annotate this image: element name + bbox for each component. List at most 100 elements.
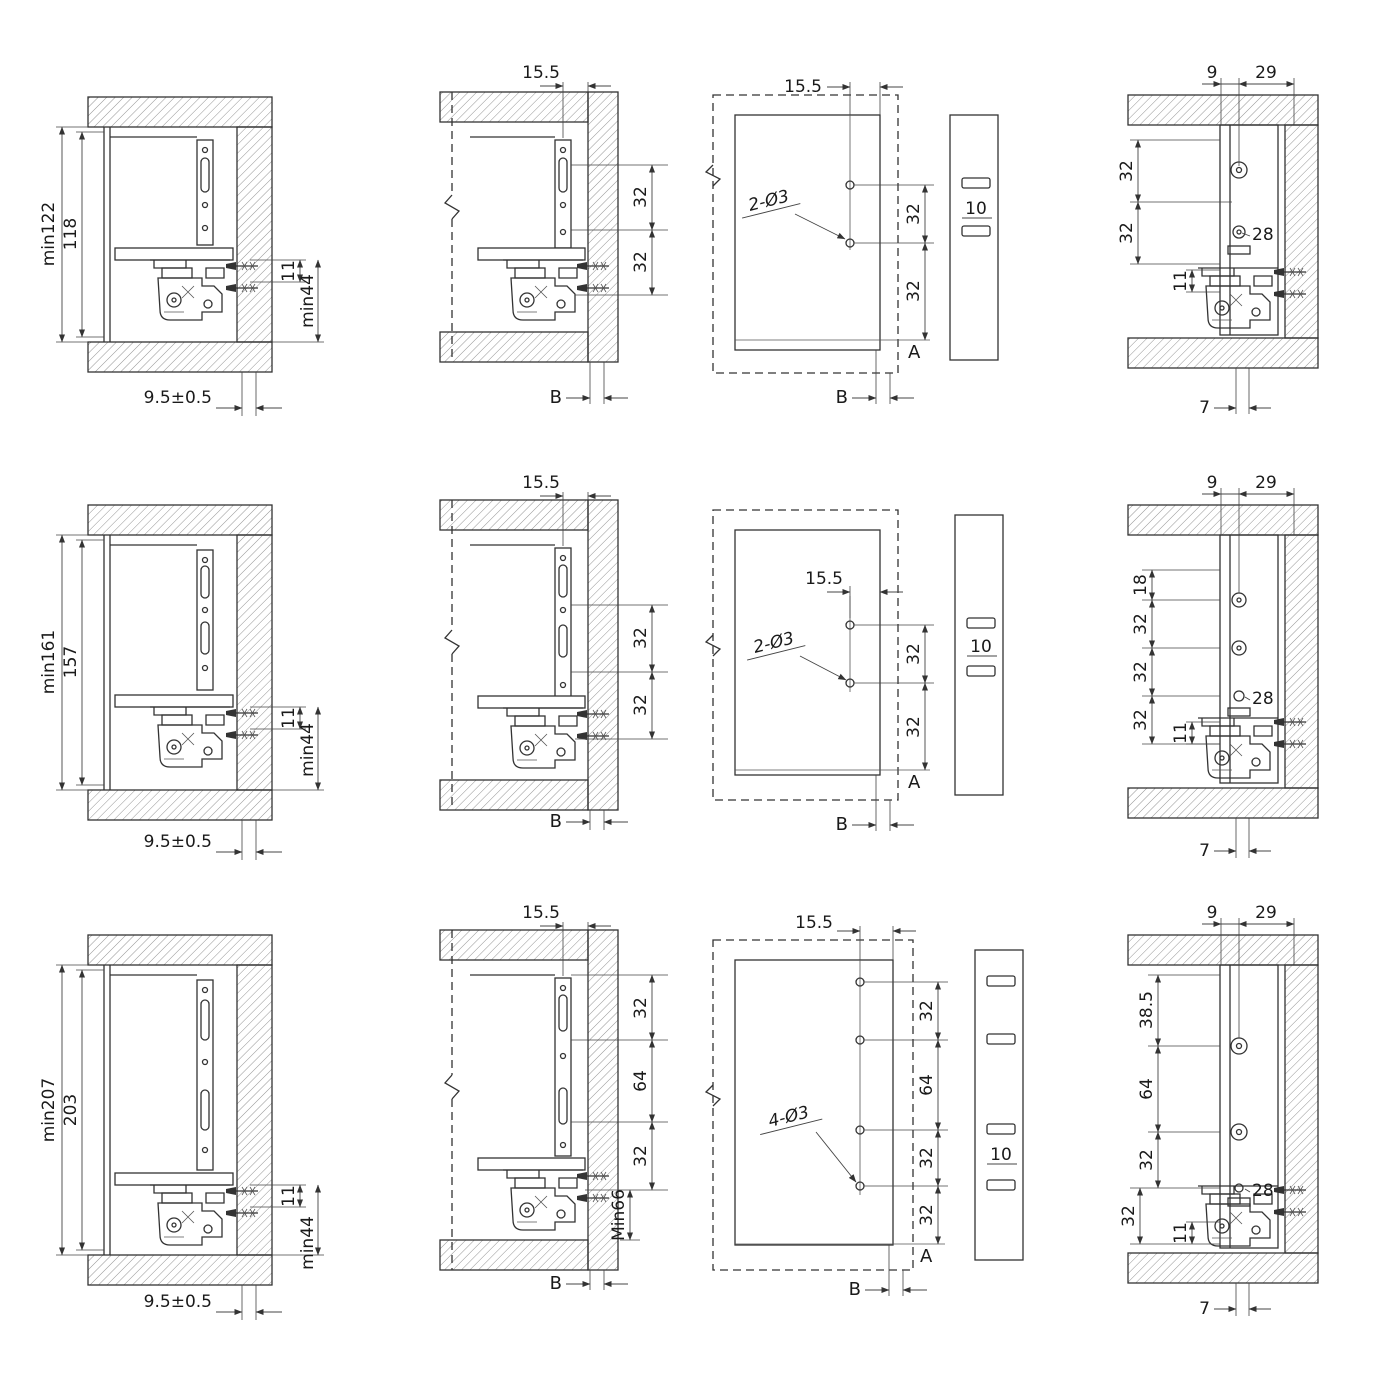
mount-hole — [1233, 690, 1245, 702]
dim-32-2: 32 — [1131, 661, 1151, 683]
dimension-lines — [799, 588, 929, 829]
dim-11: 11 — [279, 260, 299, 282]
mount-hole — [1234, 1183, 1244, 1193]
dim-29: 29 — [1255, 473, 1277, 493]
top-panel-hatched — [87, 96, 273, 128]
label-a: A — [920, 1246, 933, 1267]
cabinet-structure — [1127, 504, 1319, 819]
bottom-panel-hatched — [87, 341, 273, 373]
slot — [961, 225, 991, 237]
dim-height: 203 — [61, 1094, 81, 1126]
break-mark — [704, 1084, 722, 1107]
dim-32-1: 32 — [904, 203, 924, 225]
slide-mechanism — [149, 259, 231, 321]
dim-strip: 10 — [970, 637, 992, 657]
panel-structure — [704, 94, 930, 374]
drawer-back-panel — [1219, 124, 1279, 336]
side-panel — [734, 114, 881, 351]
dim-strip: 10 — [965, 199, 987, 219]
dim-top: 15.5 — [795, 913, 833, 933]
view-drill-pattern-h203: 4-Ø3 15.5 32 64 32 32 A B 10 — [704, 913, 1024, 1300]
slide-mechanism — [149, 706, 231, 768]
dim-height-min: min122 — [39, 202, 59, 267]
dim-32-1: 32 — [1137, 1149, 1157, 1171]
dim-top: 15.5 — [522, 63, 560, 83]
dim-29: 29 — [1255, 903, 1277, 923]
dimension-lines — [540, 82, 656, 402]
dim-32-2: 32 — [631, 694, 651, 716]
dim-7: 7 — [1199, 841, 1210, 861]
break-mark — [704, 164, 722, 187]
label-b: B — [550, 387, 562, 408]
cabinet-structure — [87, 504, 273, 821]
cabinet-structure — [87, 96, 273, 373]
dim-top: 15.5 — [522, 903, 560, 923]
view-front-section-h118: 15.5 32 32 B — [439, 63, 668, 408]
dim-11: 11 — [1171, 270, 1191, 292]
drawer-bottom-panel — [114, 247, 234, 261]
dim-28: 28 — [1252, 689, 1274, 709]
dimension-lines — [58, 964, 322, 1316]
bottom-panel-hatched — [1127, 337, 1319, 369]
mounting-rail — [196, 139, 214, 246]
dimension-lines — [58, 126, 322, 412]
dim-32-1: 32 — [631, 627, 651, 649]
hole-note-group: 4-Ø3 — [760, 1102, 823, 1136]
view-front-section-h157: 15.5 32 32 B — [439, 473, 668, 832]
back-panel-hatched — [236, 126, 273, 343]
top-panel-hatched — [1127, 94, 1319, 126]
dim-11: 11 — [279, 1185, 299, 1207]
dim-7: 7 — [1199, 398, 1210, 418]
cabinet-structure — [439, 499, 619, 811]
dim-32-2: 32 — [904, 280, 924, 302]
dim-32-2: 32 — [1119, 1205, 1139, 1227]
mount-hole — [1230, 1037, 1248, 1055]
dim-38-5: 38.5 — [1137, 991, 1157, 1029]
dim-32-1: 32 — [631, 997, 651, 1019]
dim-64: 64 — [631, 1070, 651, 1092]
mount-hole — [1230, 1123, 1248, 1141]
dim-11: 11 — [1171, 1222, 1191, 1244]
slot — [986, 1033, 1016, 1045]
dim-7: 7 — [1199, 1299, 1210, 1319]
dim-height-min: min161 — [39, 630, 59, 695]
cabinet-structure — [87, 934, 273, 1286]
mount-hole — [1231, 592, 1247, 608]
slide-mechanism — [1197, 717, 1279, 779]
dim-top: 15.5 — [805, 569, 843, 589]
dim-32-2: 32 — [631, 251, 651, 273]
dim-28: 28 — [1252, 1181, 1274, 1201]
dim-top: 15.5 — [784, 77, 822, 97]
dim-11: 11 — [1171, 722, 1191, 744]
slot — [966, 617, 996, 629]
drawer-bottom-panel — [114, 1172, 234, 1186]
dim-64: 64 — [1137, 1078, 1157, 1100]
dim-32-1: 32 — [1117, 160, 1137, 182]
dim-64: 64 — [917, 1074, 937, 1096]
dimension-lines — [1136, 920, 1295, 1313]
dim-height: 118 — [61, 218, 81, 250]
view-side-section-min122: min122 118 11 min44 9.5±0.5 — [39, 96, 324, 416]
drawer-back-panel — [1219, 534, 1279, 784]
dim-11: 11 — [279, 707, 299, 729]
panel-structure — [704, 939, 945, 1271]
dimension-lines — [794, 83, 929, 402]
break-mark — [443, 194, 461, 220]
extension-lines — [849, 586, 934, 831]
dim-reveal: 9.5±0.5 — [144, 832, 212, 852]
mounting-rail — [196, 549, 214, 691]
dim-29: 29 — [1255, 63, 1277, 83]
slot — [961, 177, 991, 189]
front-outline-dashed — [712, 94, 899, 374]
drawer-back-panel — [1219, 964, 1279, 1249]
extension-lines — [1130, 78, 1295, 414]
side-panel-hatched — [1284, 124, 1319, 339]
front-panel-hatched — [587, 91, 619, 363]
dim-9: 9 — [1207, 63, 1218, 83]
slot — [966, 665, 996, 677]
drawer-bottom-panel — [477, 247, 586, 261]
dim-32-1: 32 — [1131, 613, 1151, 635]
dim-28: 28 — [1252, 225, 1274, 245]
